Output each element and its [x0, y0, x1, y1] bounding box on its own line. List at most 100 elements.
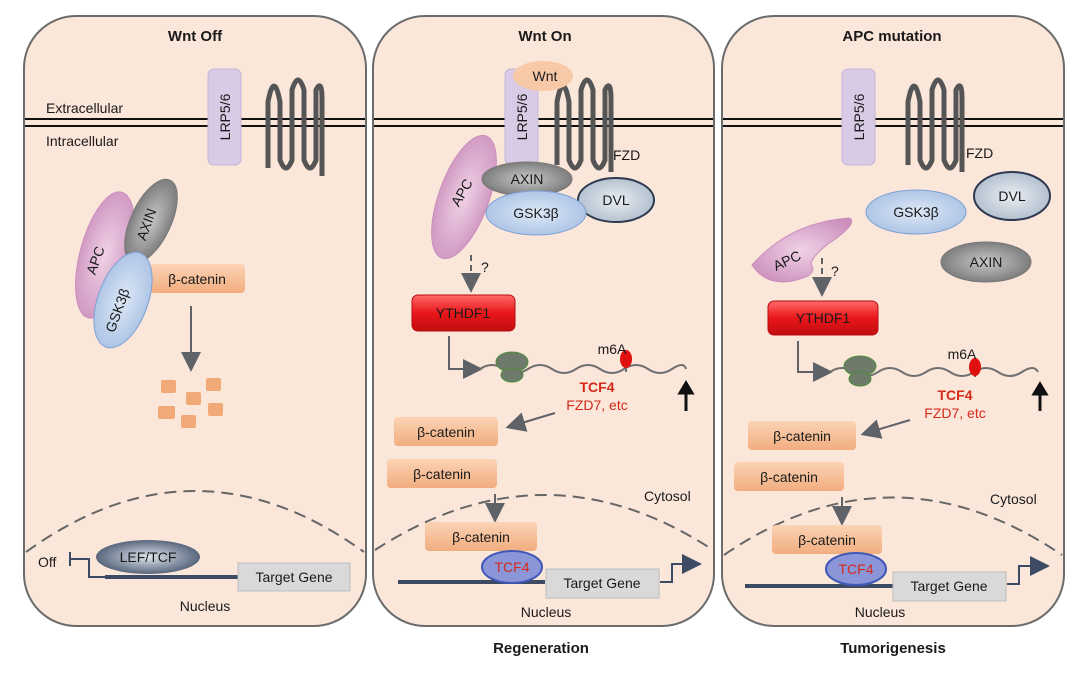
- gsk3b-label: GSK3β: [513, 205, 558, 221]
- fragment: [181, 415, 196, 428]
- tcf4-target-label: TCF4: [938, 387, 973, 403]
- dvl-label: DVL: [602, 192, 629, 208]
- m6a-label: m6A: [948, 346, 977, 362]
- axin-label: AXIN: [970, 254, 1003, 270]
- beta-catenin-label: β-catenin: [413, 466, 471, 482]
- gsk3b-protein: [93, 251, 153, 349]
- fzd-receptor: [265, 77, 325, 176]
- target-gene-label: Target Gene: [910, 578, 987, 594]
- translation-arrow: [448, 336, 483, 379]
- lrp-receptor: [207, 68, 242, 166]
- ythdf1-label: YTHDF1: [436, 305, 491, 321]
- beta-catenin-label: β-catenin: [417, 424, 475, 440]
- tcf4-label: TCF4: [839, 561, 874, 577]
- beta-catenin-label: β-catenin: [168, 271, 226, 287]
- target-gene-box: [892, 571, 1007, 602]
- fzd-receptor: [554, 77, 614, 172]
- intracellular-label: Intracellular: [46, 133, 119, 149]
- off-label: Off: [38, 554, 57, 570]
- target-gene-box: [237, 562, 351, 592]
- ribosome-small: [500, 367, 524, 383]
- lef-tcf-factor: [96, 540, 200, 574]
- lrp-label: LRP5/6: [217, 93, 233, 140]
- upregulation-arrow: [1031, 381, 1049, 411]
- gsk3b-label: GSK3β: [893, 204, 938, 220]
- apc-protein: [431, 134, 497, 260]
- tcf4-factor: [481, 550, 543, 584]
- gsk3b-protein: [865, 189, 967, 235]
- extracellular-label: Extracellular: [46, 100, 123, 116]
- lef-tcf-label: LEF/TCF: [120, 549, 177, 565]
- m6a-mark: [969, 358, 981, 376]
- outcome-label: Regeneration: [493, 640, 589, 657]
- panel-title: Wnt Off: [168, 28, 223, 45]
- transcription-arrow: [660, 554, 702, 583]
- beta-catenin: [748, 421, 856, 450]
- beta-catenin-label: β-catenin: [773, 428, 831, 444]
- m6a-label: m6A: [598, 341, 627, 357]
- beta-catenin: [394, 417, 498, 446]
- panel-title: Wnt On: [518, 28, 571, 45]
- axin-protein: [940, 241, 1032, 283]
- fzd-receptor: [905, 77, 965, 172]
- other-targets-label: FZD7, etc: [566, 397, 627, 413]
- ribosome-small: [848, 371, 872, 387]
- wnt-ligand: [513, 61, 573, 91]
- m6a-mark: [620, 350, 632, 368]
- fragment: [206, 378, 221, 391]
- other-targets-label: FZD7, etc: [924, 405, 985, 421]
- nucleus-label: Nucleus: [180, 598, 231, 614]
- nuclear-envelope: [374, 494, 714, 551]
- fragment: [208, 403, 223, 416]
- nucleus-label: Nucleus: [855, 604, 906, 620]
- synthesis-arrow: [505, 412, 556, 432]
- fragment: [186, 392, 201, 405]
- dvl-label: DVL: [998, 188, 1025, 204]
- ythdf1-box: [767, 300, 879, 336]
- panel-apc-mutation: APC mutation LRP5/6 FZD DVL GSK3β AXIN A…: [721, 15, 1065, 657]
- outcome-label: Tumorigenesis: [840, 640, 946, 657]
- dvl-protein: [973, 171, 1051, 221]
- upregulation-arrow: [677, 380, 695, 411]
- cytosol-label: Cytosol: [644, 488, 691, 504]
- beta-catenin: [734, 462, 844, 491]
- fragment: [161, 380, 176, 393]
- target-gene-label: Target Gene: [563, 575, 640, 591]
- target-gene-label: Target Gene: [255, 569, 332, 585]
- beta-catenin-nuclear: [772, 525, 882, 554]
- beta-catenin-nuclear: [425, 522, 537, 551]
- degraded-catenin-fragments: [158, 378, 223, 428]
- tcf4-factor: [825, 552, 887, 586]
- tcf4-target-label: TCF4: [580, 379, 615, 395]
- panel-title: APC mutation: [842, 28, 941, 45]
- gsk3b-protein: [485, 190, 587, 236]
- cytosol-label: Cytosol: [990, 491, 1037, 507]
- beta-catenin: [150, 264, 245, 293]
- target-gene-box: [545, 568, 660, 599]
- axin-label: AXIN: [511, 171, 544, 187]
- nuclear-envelope: [25, 490, 365, 553]
- translation-arrow: [797, 341, 833, 382]
- lrp-label: LRP5/6: [514, 93, 530, 140]
- beta-catenin-label: β-catenin: [452, 529, 510, 545]
- wnt-label: Wnt: [533, 68, 558, 84]
- beta-catenin-label: β-catenin: [760, 469, 818, 485]
- ythdf1-label: YTHDF1: [796, 310, 851, 326]
- lrp-label: LRP5/6: [851, 93, 867, 140]
- tcf4-label: TCF4: [495, 559, 530, 575]
- panel-wnt-on: Wnt On FZD LRP5/6 Wnt APC AXIN DVL GSK3β…: [372, 15, 715, 657]
- lrp-receptor: [841, 68, 876, 166]
- fzd-label: FZD: [613, 147, 640, 163]
- cell-outline: [23, 15, 367, 627]
- beta-catenin: [387, 459, 497, 488]
- dvl-protein: [577, 177, 655, 223]
- transcription-arrow: [1007, 556, 1050, 585]
- fzd-label: FZD: [966, 145, 993, 161]
- question-mark: ?: [831, 263, 839, 279]
- panel-wnt-off: Wnt Off Extracellular Intracellular LRP5…: [23, 15, 367, 627]
- fragment: [158, 406, 175, 419]
- truncated-apc-protein: [751, 217, 853, 283]
- repression-symbol: [69, 552, 105, 578]
- nucleus-label: Nucleus: [521, 604, 572, 620]
